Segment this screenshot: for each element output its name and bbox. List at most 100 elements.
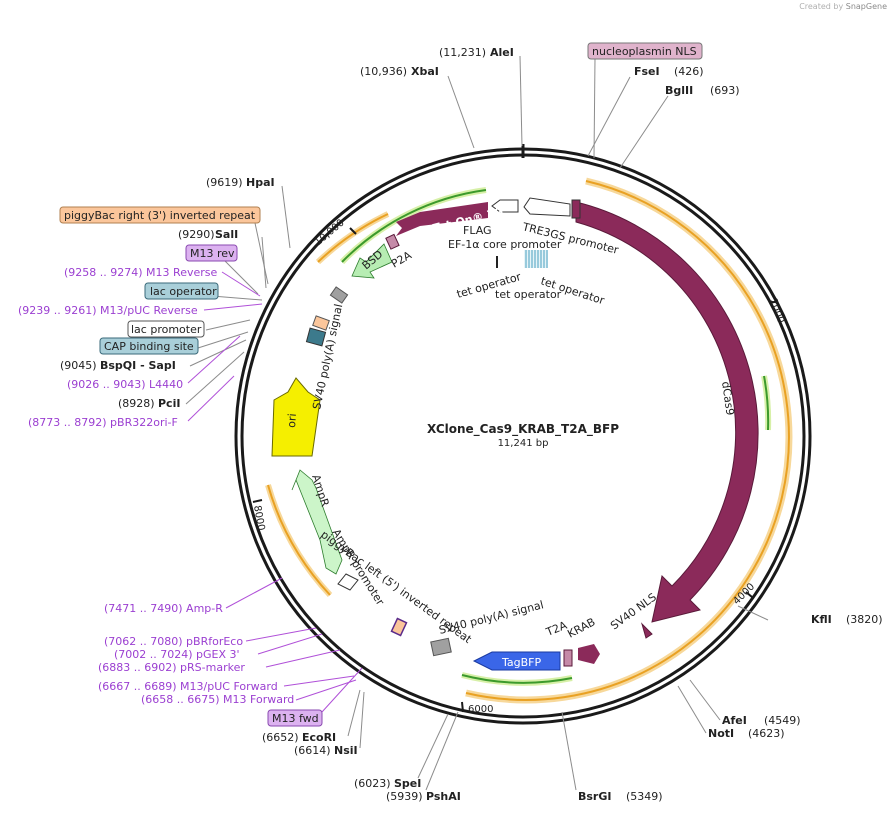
primer-leader-lines xyxy=(187,271,363,713)
primer-amp-r: (7471 .. 7490) Amp-R xyxy=(104,602,223,615)
tre3gs-feature xyxy=(523,197,571,217)
ampr-feature xyxy=(291,469,343,575)
site-pcii-pos: (8928) xyxy=(118,397,155,410)
site-pshai-pos: (5939) xyxy=(386,790,423,803)
flag-label: FLAG xyxy=(463,224,492,237)
site-afei-pos: (4549) xyxy=(764,714,801,727)
credit-brand: SnapGene xyxy=(845,2,887,11)
m13-fwd-box xyxy=(267,709,323,727)
krab-label: KRAB xyxy=(565,615,597,640)
site-sali-name: SalI xyxy=(215,228,238,241)
site-afei-name: AfeI xyxy=(722,714,747,727)
site-pshai-name: PshAI xyxy=(426,790,461,803)
site-hpai-name: HpaI xyxy=(246,176,275,189)
primer-prs-marker: (6883 .. 6902) pRS-marker xyxy=(98,661,245,674)
site-nsii-name: NsiI xyxy=(334,744,358,757)
primer-m13-puc-reverse: (9239 .. 9261) M13/pUC Reverse xyxy=(18,304,198,317)
ef1a-label: EF-1α core promoter xyxy=(448,238,562,251)
site-spei-name: SpeI xyxy=(394,777,421,790)
tick-label-8000: 8000 xyxy=(251,505,266,532)
primer-m13-puc-forward: (6667 .. 6689) M13/pUC Forward xyxy=(98,680,278,693)
cap-binding-label: CAP binding site xyxy=(104,340,194,353)
primer-m13-reverse: (9258 .. 9274) M13 Reverse xyxy=(64,266,217,279)
primer-pgex3: (7002 .. 7024) pGEX 3' xyxy=(114,648,240,661)
nls-small-feature xyxy=(571,199,581,219)
tagbfp-label: TagBFP xyxy=(501,656,541,669)
pb-right-feature xyxy=(312,315,330,331)
lac-promoter-box xyxy=(127,320,205,338)
site-ecori-pos: (6652) xyxy=(262,731,299,744)
m13-rev-box xyxy=(185,244,238,262)
site-sali-pos: (9290) xyxy=(178,228,215,241)
cap-binding-box xyxy=(99,337,199,355)
orange-arc-nw xyxy=(317,213,389,263)
lac-operator-label: lac operator xyxy=(150,285,217,298)
sv40-polya-bottom-label: SV40 poly(A) signal xyxy=(438,598,545,637)
site-kfli-name: KflI xyxy=(811,613,832,626)
site-xbai-name: XbaI xyxy=(411,65,439,78)
ori-feature xyxy=(271,377,321,457)
site-bsrgi-name: BsrGI xyxy=(578,790,611,803)
tet-operator-label-3: tet operator xyxy=(495,288,562,301)
tet-on-feature xyxy=(396,202,488,236)
site-noti-name: NotI xyxy=(708,727,734,740)
bsd-feature xyxy=(351,243,393,279)
lac-operator-box xyxy=(144,282,219,300)
tick-label-6000: 6000 xyxy=(468,704,493,715)
nucleoplasmin-nls-label: nucleoplasmin NLS xyxy=(592,45,697,58)
tick-10000 xyxy=(349,227,357,235)
krab-feature xyxy=(578,644,600,664)
site-fsei-name: FseI xyxy=(634,65,660,78)
primer-l4440: (9026 .. 9043) L4440 xyxy=(67,378,183,391)
credit-prefix: Created by xyxy=(799,2,844,11)
tick-label-2000: 2000 xyxy=(767,297,786,325)
lac-region-feature xyxy=(305,327,327,347)
grey-feature-2 xyxy=(430,637,452,657)
orange-arc-sw xyxy=(267,484,331,596)
p2a-label: P2A xyxy=(389,249,414,271)
m13-fwd-label: M13 fwd xyxy=(272,712,319,725)
site-noti-pos: (4623) xyxy=(748,727,785,740)
lac-promoter-label: lac promoter xyxy=(131,323,202,336)
site-fsei-pos: (426) xyxy=(674,65,704,78)
green-arc-bottom xyxy=(461,674,573,684)
tet-operator-array xyxy=(524,250,548,268)
plasmid-length: 11,241 bp xyxy=(498,438,549,449)
primer-pbrforeco: (7062 .. 7080) pBRforEco xyxy=(104,635,243,648)
pb-left-feature xyxy=(390,617,408,637)
site-bglii-name: BglII xyxy=(665,84,693,97)
site-nsii-pos: (6614) xyxy=(294,744,331,757)
tick-2000 xyxy=(769,300,779,304)
primer-m13-forward: (6658 .. 6675) M13 Forward xyxy=(141,693,294,706)
site-hpai-pos: (9619) xyxy=(206,176,243,189)
site-pcii-name: PciI xyxy=(158,397,180,410)
sv40-nls-feature xyxy=(640,622,653,639)
plasmid-name: XClone_Cas9_KRAB_T2A_BFP xyxy=(427,422,619,437)
site-alei-name: AleI xyxy=(490,46,514,59)
dcas9-feature xyxy=(575,201,759,623)
pb-right-label: piggyBac right (3') inverted repeat xyxy=(64,209,256,222)
m13-rev-label: M13 rev xyxy=(190,247,235,260)
tick-6000 xyxy=(461,701,464,713)
site-bsrgi-pos: (5349) xyxy=(626,790,663,803)
site-bspqi-name: BspQI - SapI xyxy=(100,359,176,372)
snapgene-credit: Created by SnapGene xyxy=(799,2,887,11)
p2a-feature xyxy=(385,233,400,250)
site-xbai-pos: (10,936) xyxy=(360,65,407,78)
tagbfp-feature xyxy=(472,651,561,671)
primer-pbr322ori-f: (8773 .. 8792) pBR322ori-F xyxy=(28,416,178,429)
pb-right-box xyxy=(59,206,261,224)
flag-feature xyxy=(491,199,519,213)
ori-label: ori xyxy=(285,413,299,428)
site-bspqi-pos: (9045) xyxy=(60,359,97,372)
grey-feature-1 xyxy=(329,286,349,304)
orange-arc xyxy=(465,180,790,701)
green-arc-right xyxy=(763,375,770,431)
nucleoplasmin-nls-box xyxy=(587,42,703,60)
green-arc-top xyxy=(341,189,487,263)
ampr-promoter-feature xyxy=(337,573,359,591)
leader-lines xyxy=(185,55,769,791)
site-kfli-pos: (3820) xyxy=(846,613,883,626)
tick-label-4000: 4000 xyxy=(731,581,757,607)
